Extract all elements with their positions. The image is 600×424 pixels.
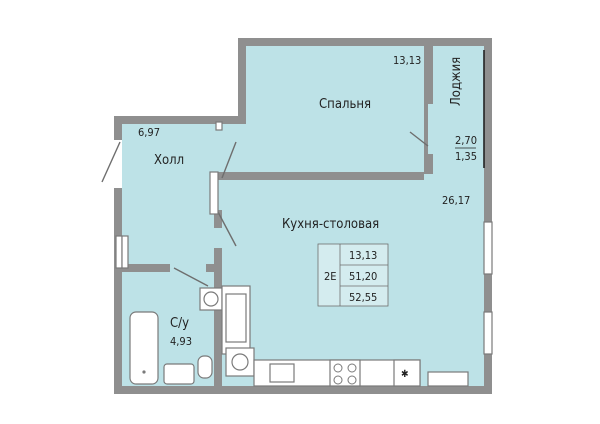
bathroom-area: 4,93 (170, 335, 192, 348)
hall-bedroom-door (221, 141, 237, 179)
bathroom-fixtures (129, 285, 255, 385)
kitchen-sink (269, 363, 295, 383)
fridge (393, 359, 421, 387)
bedroom-name: Спальня (319, 97, 371, 112)
bathroom-name: С/у (170, 316, 189, 331)
bedroom-loggia-door (409, 131, 429, 147)
kitchen-area: 26,17 (442, 194, 470, 207)
room-floors (122, 46, 484, 386)
windows (115, 50, 493, 387)
entrance-door (101, 141, 121, 183)
summary-table: 2Е 13,13 51,20 52,55 (317, 243, 389, 307)
loggia-reduced-area: 1,35 (455, 150, 477, 163)
flat-type: 2Е (324, 270, 337, 283)
svg-text:✱: ✱ (401, 369, 409, 380)
total-area: 51,20 (349, 270, 377, 283)
washing-machine (199, 287, 223, 311)
hall-kitchen-door (217, 211, 237, 247)
loggia-name: Лоджия (449, 57, 464, 106)
boiler (225, 347, 255, 377)
living-area: 13,13 (349, 249, 377, 262)
area-with-loggia: 52,55 (349, 291, 377, 304)
kitchen-name: Кухня-столовая (282, 217, 379, 232)
bathroom-door (173, 267, 209, 287)
hall-area: 6,97 (138, 126, 160, 139)
door-swings (101, 121, 429, 287)
bathtub (129, 311, 159, 385)
stove (329, 359, 361, 387)
kitchen-fixtures: ✱ (253, 359, 421, 387)
toilet (197, 355, 213, 379)
loggia-area: 2,70 (455, 134, 477, 147)
hall-name: Холл (154, 153, 184, 168)
bedroom-area: 13,13 (393, 54, 421, 67)
room-labels: 13,13 Спальня Лоджия 2,70 1,35 6,97 Холл… (138, 54, 477, 348)
sink (163, 363, 195, 385)
